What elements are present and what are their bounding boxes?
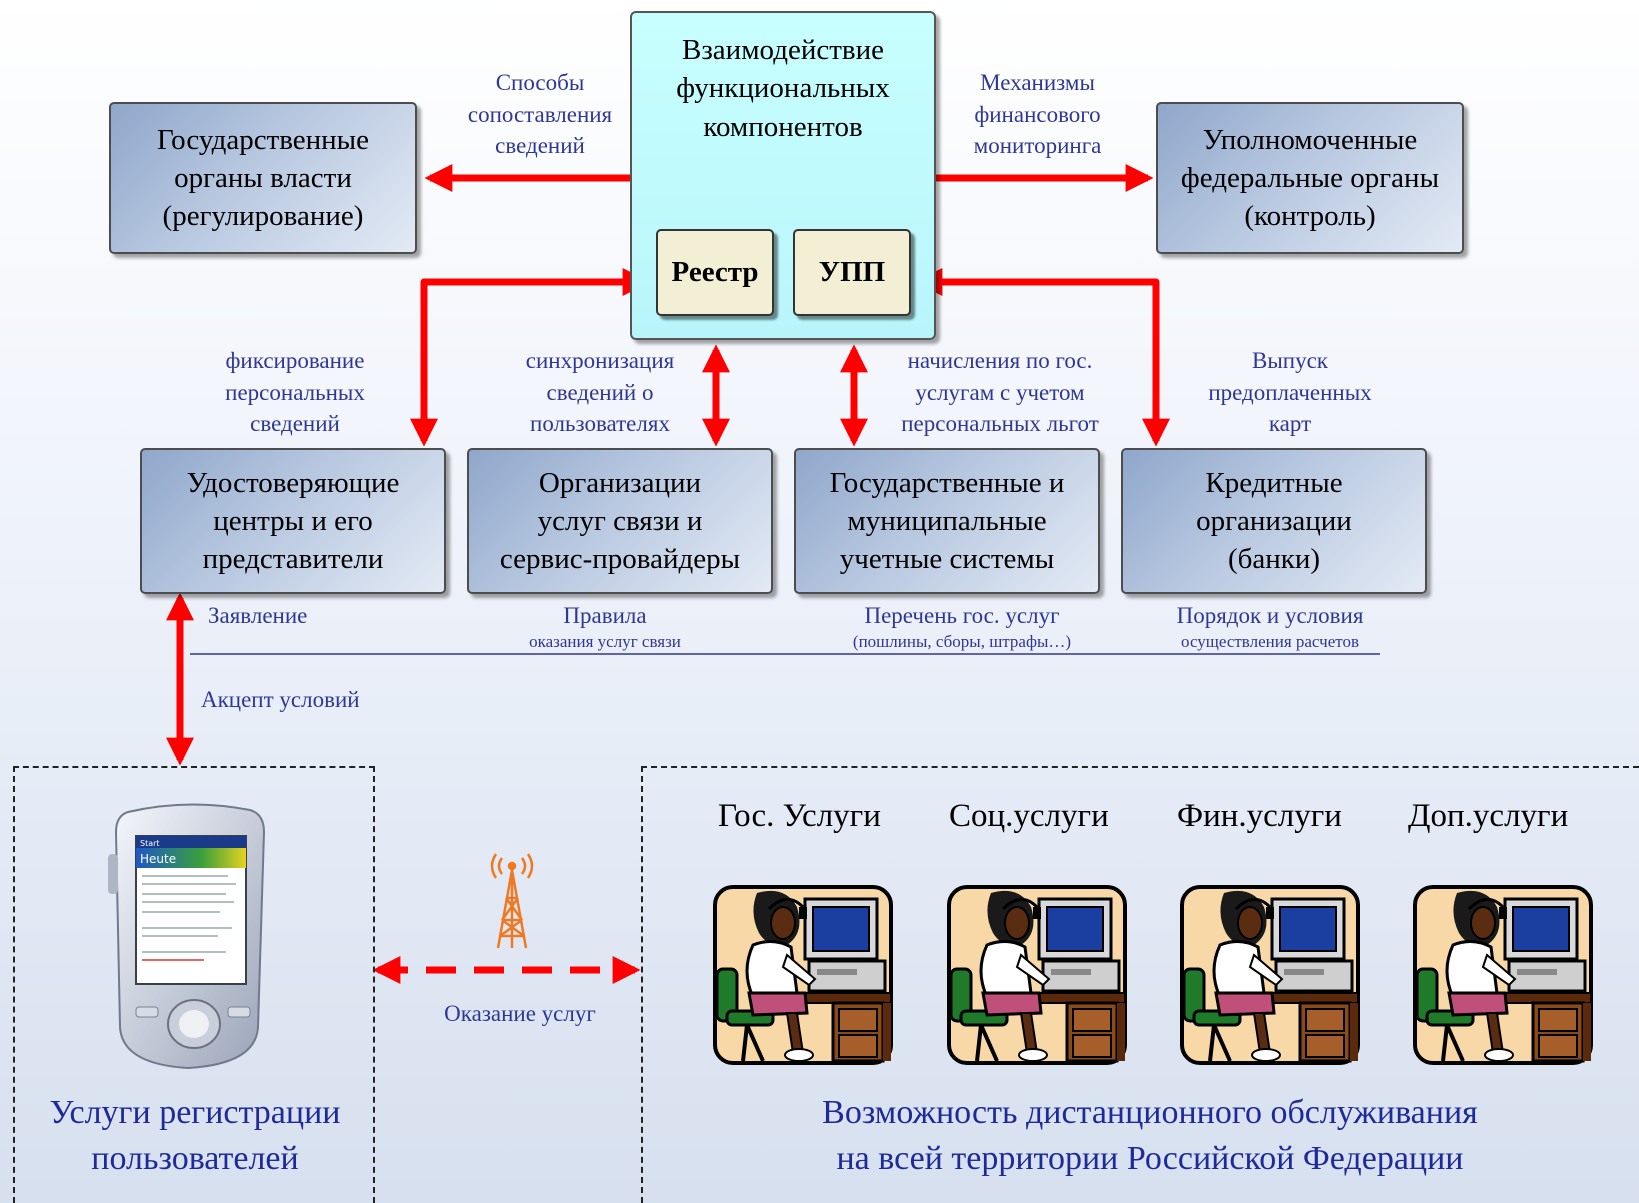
telecom-providers-box: Организации услуг связи и сервис-провайд… bbox=[467, 448, 773, 594]
arrow-registry-ca bbox=[410, 268, 651, 447]
registration-services-region bbox=[13, 766, 375, 1203]
mobile-device-icon: Start Heute bbox=[108, 803, 266, 1070]
operator-extra-icon bbox=[1413, 885, 1593, 1065]
label-gov-services-list: Перечень гос. услуг (пошлины, сборы, штр… bbox=[852, 603, 1072, 651]
remote-services-region bbox=[641, 766, 1639, 1203]
operator-finance-icon bbox=[1180, 885, 1360, 1065]
upp-box: УПП bbox=[793, 229, 911, 316]
label-settlement-terms: Порядок и условия осуществления расчетов bbox=[1176, 603, 1364, 651]
service-title-finance: Фин.услуги bbox=[1177, 798, 1342, 834]
label-data-matching: Способы сопоставления сведений bbox=[467, 70, 613, 159]
arrow-upp-banks bbox=[914, 268, 1170, 447]
registration-services-caption: Услуги регистрации пользователей bbox=[49, 1094, 341, 1177]
label-charges: начисления по гос. услугам с учетом перс… bbox=[901, 348, 1099, 437]
service-title-social: Соц.услуги bbox=[949, 798, 1109, 834]
gov-authorities-box: Государственные органы власти (регулиров… bbox=[109, 102, 417, 254]
svg-text:Start: Start bbox=[140, 839, 160, 848]
operator-social-icon bbox=[947, 885, 1127, 1065]
label-financial-monitoring: Механизмы финансового мониторинга bbox=[973, 70, 1102, 159]
svg-text:Heute: Heute bbox=[140, 852, 176, 866]
antenna-icon bbox=[490, 853, 534, 949]
label-telecom-rules: Правила оказания услуг связи bbox=[529, 603, 681, 651]
label-personal-data: фиксирование персональных сведений bbox=[225, 348, 365, 437]
label-statement: Заявление bbox=[208, 603, 308, 628]
label-prepaid-cards: Выпуск предоплаченных карт bbox=[1208, 348, 1372, 437]
credit-organizations-box: Кредитные организации (банки) bbox=[1121, 448, 1427, 594]
label-service-delivery: Оказание услуг bbox=[444, 1001, 596, 1026]
gov-accounting-systems-box: Государственные и муниципальные учетные … bbox=[794, 448, 1100, 594]
label-accept-terms: Акцепт условий bbox=[201, 687, 360, 712]
certification-centers-box: Удостоверяющие центры и его представител… bbox=[140, 448, 446, 594]
operator-gov-icon bbox=[713, 885, 893, 1065]
federal-bodies-box: Уполномоченные федеральные органы (контр… bbox=[1156, 102, 1464, 254]
service-title-gov: Гос. Услуги bbox=[718, 798, 881, 834]
service-title-extra: Доп.услуги bbox=[1408, 798, 1569, 834]
remote-service-caption: Возможность дистанционного обслуживания … bbox=[822, 1094, 1478, 1177]
center-title: Взаимодействие функциональных компоненто… bbox=[676, 34, 890, 143]
registry-box: Реестр bbox=[656, 229, 774, 316]
label-user-sync: синхронизация сведений о пользователях bbox=[525, 348, 675, 437]
